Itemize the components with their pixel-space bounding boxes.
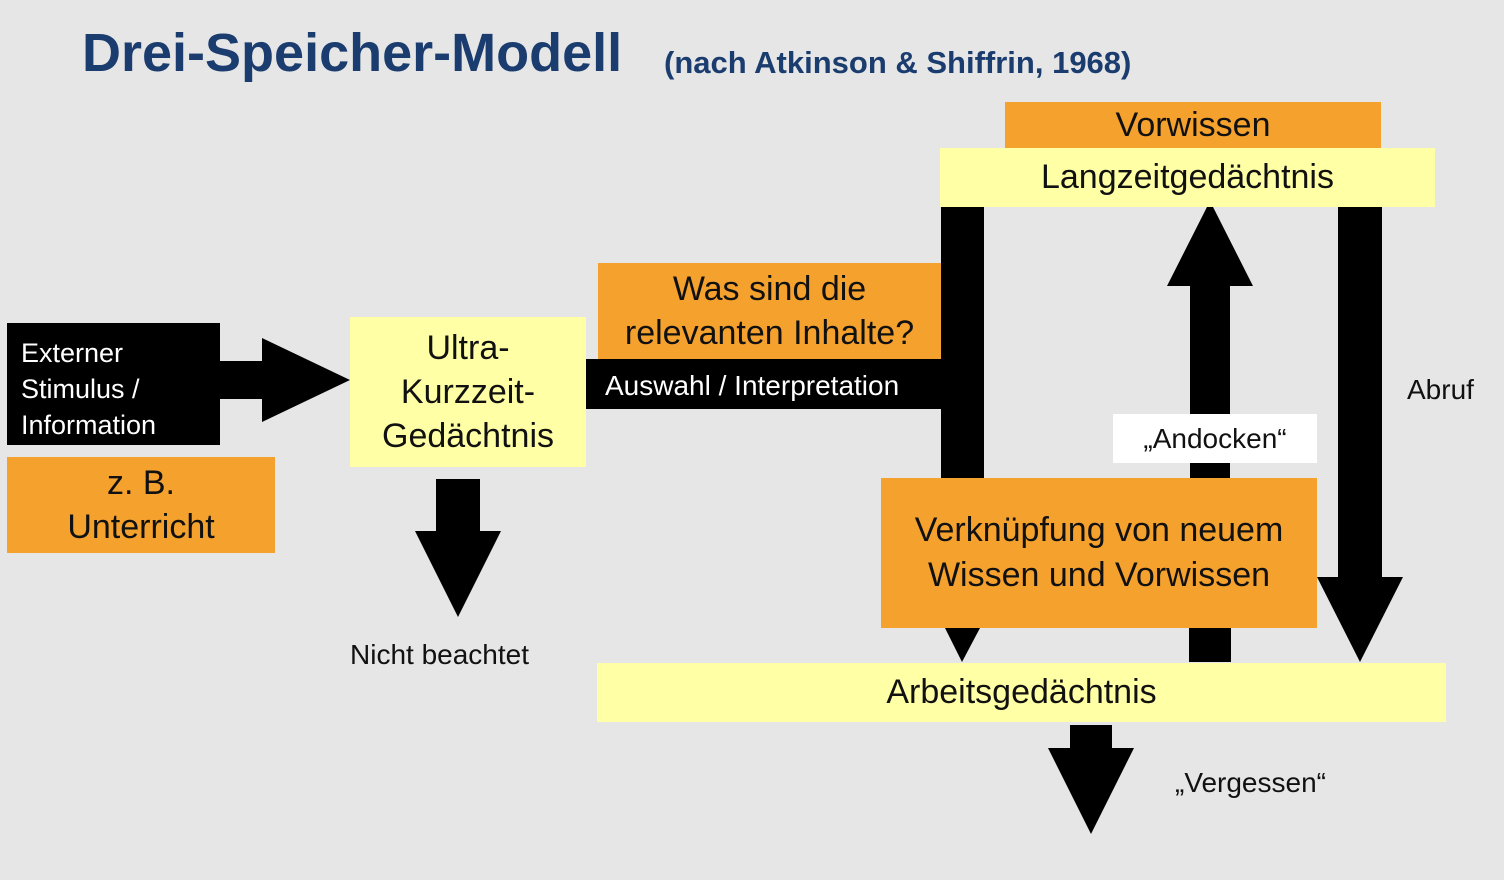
- node-selection: Auswahl / Interpretation: [586, 359, 984, 409]
- page-title: Drei-Speicher-Modell: [82, 23, 623, 83]
- label-ignored: Nicht beachtet: [350, 639, 529, 670]
- arrow-forgetting-down: [1048, 725, 1134, 834]
- node-working-memory: Arbeitsgedächtnis: [597, 663, 1446, 722]
- arrow-ultra-to-ignored: [415, 479, 501, 617]
- arrow-stimulus-to-ultra: [220, 338, 350, 422]
- node-relevant-question: Was sind die relevanten Inhalte?: [598, 263, 941, 359]
- arrow-docking-up: [1167, 201, 1253, 478]
- node-linking: Verknüpfung von neuem Wissen und Vorwiss…: [881, 478, 1317, 628]
- label-docking: „Andocken“: [1113, 414, 1317, 463]
- node-external-stimulus: Externer Stimulus / Information: [7, 323, 220, 445]
- arrow-linking-to-working: [945, 628, 980, 662]
- node-ultra-short-memory: Ultra- Kurzzeit- Gedächtnis: [350, 317, 586, 467]
- bar-selection-to-linking: [941, 207, 984, 479]
- bar-docking-lower: [1189, 628, 1231, 662]
- arrow-retrieval-down: [1317, 207, 1403, 662]
- node-example: z. B. Unterricht: [7, 457, 275, 553]
- node-long-term-memory: Langzeitgedächtnis: [940, 148, 1435, 207]
- label-forgetting: „Vergessen“: [1175, 767, 1326, 798]
- label-retrieval: Abruf: [1407, 374, 1474, 405]
- node-prior-knowledge: Vorwissen: [1005, 102, 1381, 148]
- page-subtitle: (nach Atkinson & Shiffrin, 1968): [664, 45, 1132, 80]
